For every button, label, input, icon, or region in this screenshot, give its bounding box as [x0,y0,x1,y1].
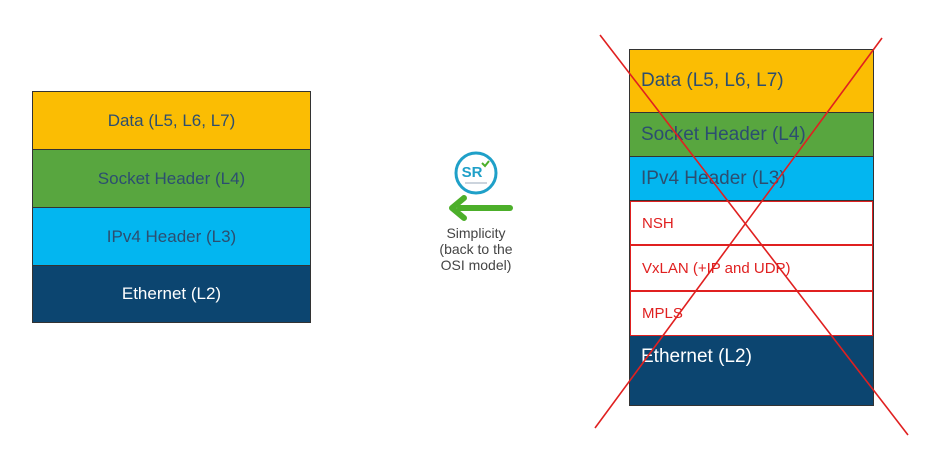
layer-socket-header-label: Socket Header (L4) [641,123,806,145]
layer-ethernet: Ethernet (L2) [630,336,873,405]
layer-ethernet-label: Ethernet (L2) [641,346,752,367]
layer-data-label: Data (L5, L6, L7) [107,110,236,130]
simple-protocol-stack: Data (L5, L6, L7) Socket Header (L4) IPv… [32,91,311,323]
layer-data: Data (L5, L6, L7) [630,50,873,113]
caption-line: (back to the [439,241,513,257]
layer-ethernet: Ethernet (L2) [33,266,310,322]
layer-data: Data (L5, L6, L7) [33,92,310,150]
left-arrow-icon [449,195,513,221]
caption-line: OSI model) [440,257,512,273]
layer-data-label: Data (L5, L6, L7) [641,70,784,91]
layer-vxlan-label: VxLAN (+IP and UDP) [642,259,791,277]
layer-mpls: MPLS [630,291,873,336]
complex-protocol-stack: Data (L5, L6, L7) Socket Header (L4) IPv… [629,49,874,406]
layer-socket-header-label: Socket Header (L4) [97,168,246,188]
layer-ipv4-header: IPv4 Header (L3) [33,208,310,266]
layer-socket-header: Socket Header (L4) [630,113,873,157]
sr-logo: SR [454,151,498,195]
sr-logo-text: SR [462,164,483,181]
layer-nsh-label: NSH [642,214,674,232]
layer-nsh: NSH [630,201,873,245]
simplicity-caption: Simplicity (back to the OSI model) [405,225,547,273]
layer-ipv4-header: IPv4 Header (L3) [630,157,873,201]
layer-mpls-label: MPLS [642,305,683,322]
caption-line: Simplicity [446,225,506,241]
layer-ipv4-header-label: IPv4 Header (L3) [106,226,237,246]
layer-socket-header: Socket Header (L4) [33,150,310,208]
layer-ipv4-header-label: IPv4 Header (L3) [641,167,786,189]
layer-ethernet-label: Ethernet (L2) [121,284,222,303]
layer-vxlan: VxLAN (+IP and UDP) [630,245,873,291]
